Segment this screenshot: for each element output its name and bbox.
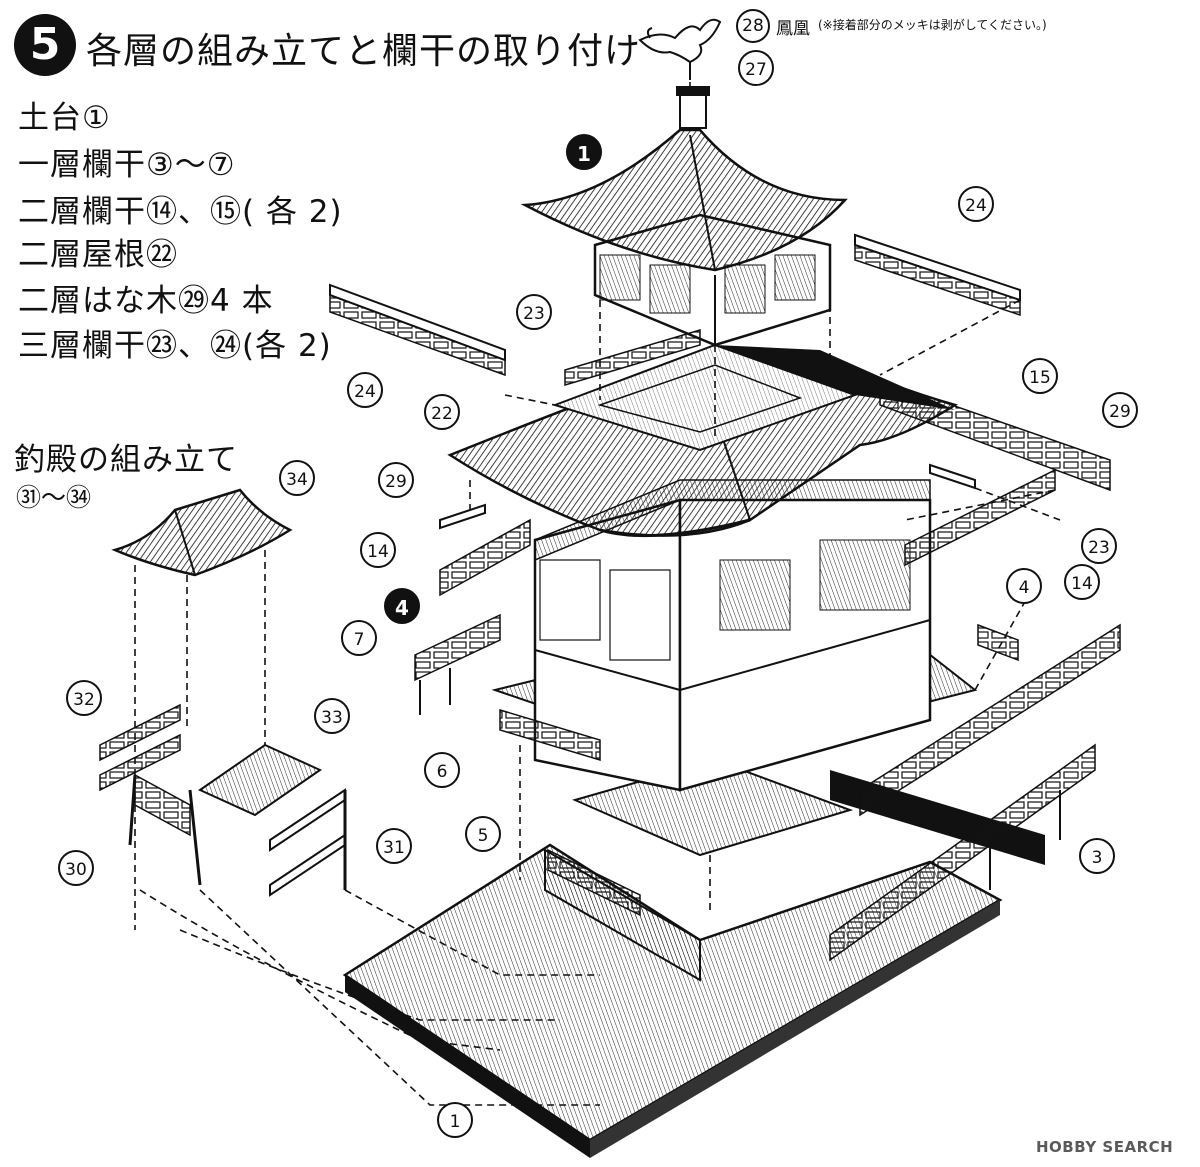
parts-list-item: 土台① bbox=[18, 100, 111, 136]
callout-30: 30 bbox=[58, 850, 94, 886]
top-pavilion bbox=[520, 86, 848, 347]
callout-1: 1 bbox=[437, 1102, 473, 1138]
callout-14: 14 bbox=[1064, 564, 1100, 600]
third-floor-deck bbox=[551, 343, 955, 452]
callout-step-4: 4 bbox=[384, 588, 420, 624]
phoenix-part-number: 28 bbox=[736, 9, 770, 43]
step-title: 各層の組み立てと欄干の取り付け bbox=[86, 31, 642, 72]
callout-31: 31 bbox=[376, 828, 412, 864]
callout-6: 6 bbox=[424, 752, 460, 788]
base-platform bbox=[342, 770, 1045, 1158]
step-number-badge: 5 bbox=[14, 14, 76, 76]
parts-list-item: 二層はな木㉙4 本 bbox=[18, 283, 274, 319]
parts-list-item: 一層欄干③〜⑦ bbox=[18, 147, 236, 183]
watermark: HOBBY SEARCH bbox=[1036, 1138, 1174, 1156]
phoenix-part-name: 鳳凰 bbox=[776, 19, 810, 39]
callout-23: 23 bbox=[516, 294, 552, 330]
callout-33: 33 bbox=[314, 698, 350, 734]
callout-3: 3 bbox=[1079, 838, 1115, 874]
parts-list-item: 二層屋根㉒ bbox=[18, 237, 178, 273]
callout-23: 23 bbox=[1081, 528, 1117, 564]
tsuriden-range: ㉛〜㉞ bbox=[16, 483, 92, 512]
assembly-guides bbox=[134, 82, 1061, 1106]
callout-29: 29 bbox=[378, 462, 414, 498]
parts-list-item: 三層欄干㉓、㉔(各 2) bbox=[18, 328, 332, 364]
callout-step-1: 1 bbox=[566, 134, 602, 170]
tsuriden-parts bbox=[99, 488, 347, 897]
callout-34: 34 bbox=[279, 460, 315, 496]
callout-29: 29 bbox=[1102, 392, 1138, 428]
phoenix-note-text: (※接着部分のメッキは剥がしてください。) bbox=[818, 18, 1047, 32]
callout-32: 32 bbox=[66, 680, 102, 716]
callout-5: 5 bbox=[465, 816, 501, 852]
callout-15: 15 bbox=[1022, 358, 1058, 394]
callout-7: 7 bbox=[341, 620, 377, 656]
tsuriden-title: 釣殿の組み立て bbox=[14, 442, 238, 478]
parts-list-item: 二層欄干⑭、⑮( 各 2) bbox=[18, 194, 343, 230]
callout-27: 27 bbox=[738, 50, 774, 86]
callout-14: 14 bbox=[360, 532, 396, 568]
callout-22: 22 bbox=[424, 394, 460, 430]
railings bbox=[329, 233, 1121, 962]
callout-24: 24 bbox=[347, 372, 383, 408]
callout-24: 24 bbox=[958, 186, 994, 222]
callout-4: 4 bbox=[1006, 568, 1042, 604]
phoenix-ornament bbox=[638, 18, 722, 80]
